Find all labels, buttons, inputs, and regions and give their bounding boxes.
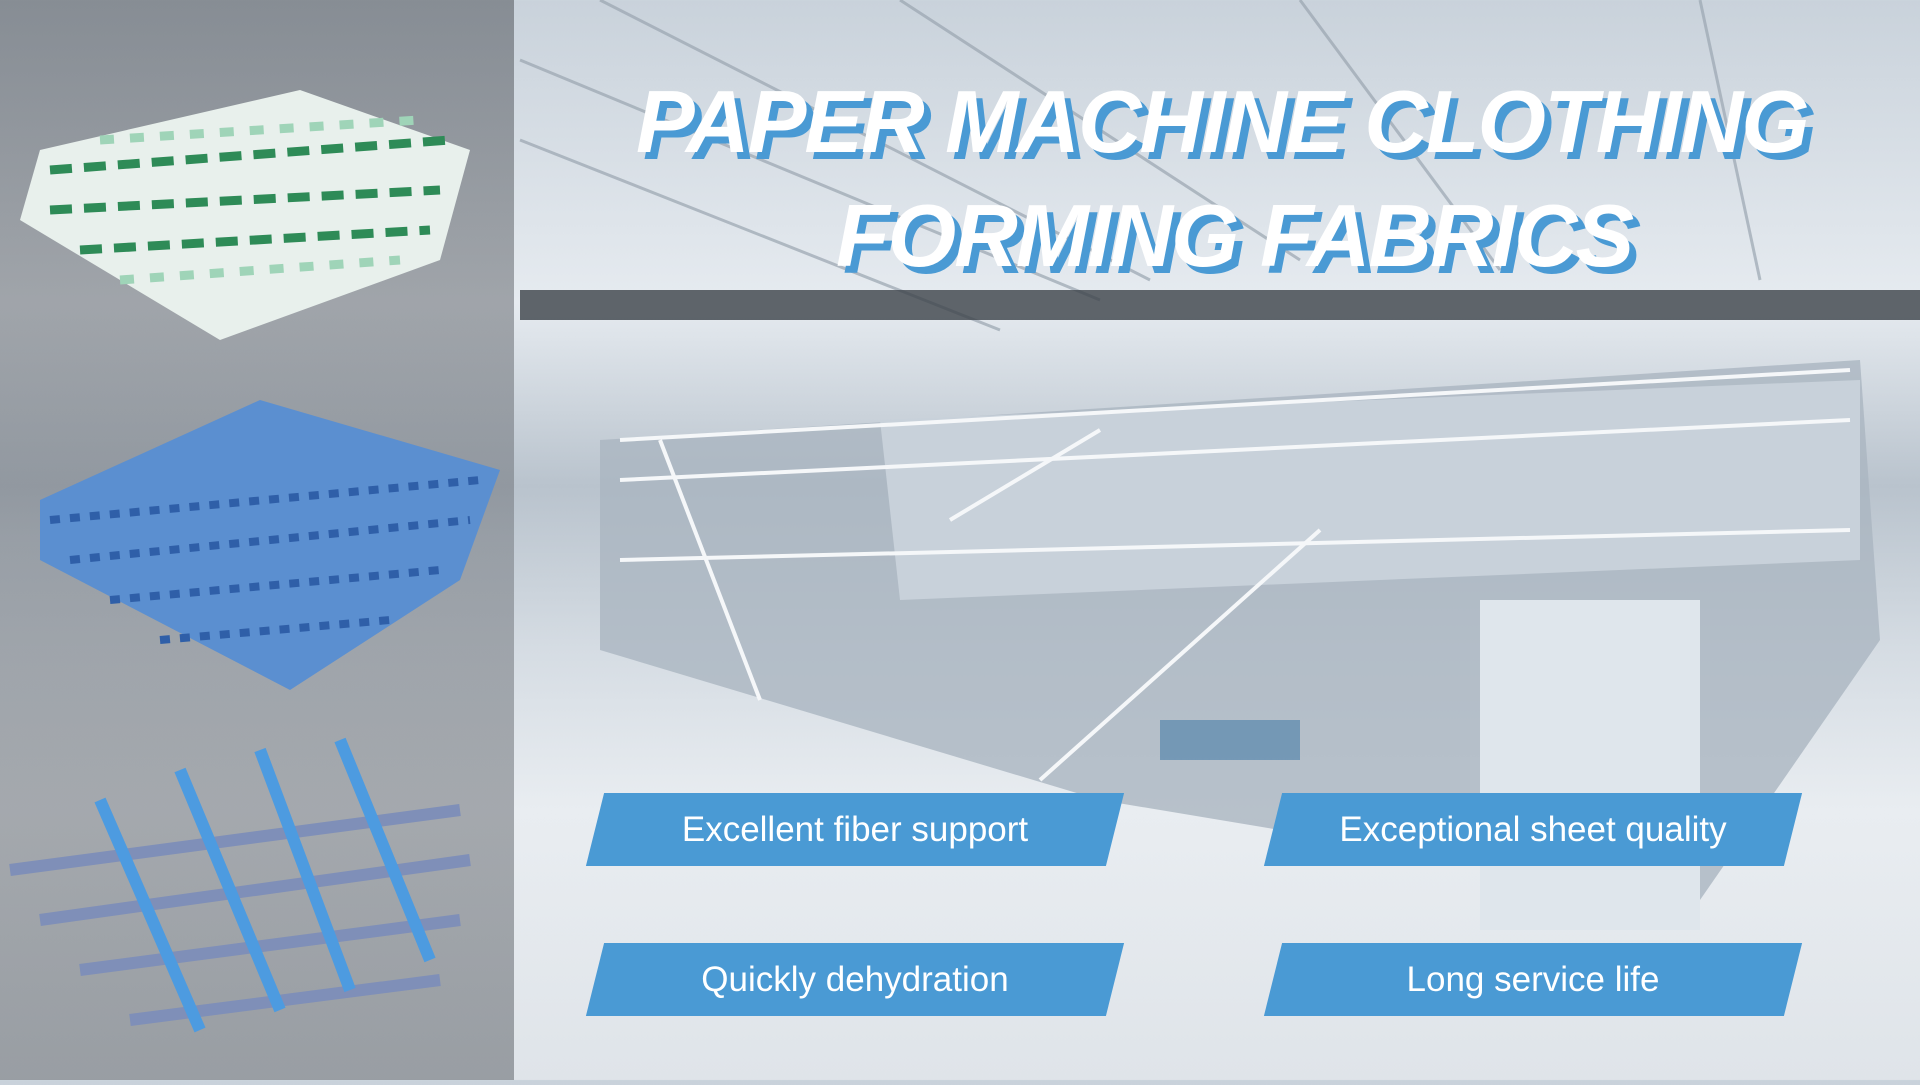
feature-label: Long service life: [1406, 959, 1660, 999]
title-line-2: FORMING FABRICS: [836, 186, 1634, 285]
paper-machine: [600, 360, 1880, 930]
feature-badge-fiber-support: Excellent fiber support: [595, 793, 1115, 866]
fabric-samples-panel: [0, 0, 514, 1080]
feature-badge-service-life: Long service life: [1273, 943, 1793, 1016]
green-fabric-sample: [20, 90, 470, 340]
feature-label: Quickly dehydration: [701, 959, 1009, 999]
feature-badge-dehydration: Quickly dehydration: [595, 943, 1115, 1016]
feature-badge-sheet-quality: Exceptional sheet quality: [1273, 793, 1793, 866]
blue-fabric-sample: [40, 400, 500, 690]
feature-label: Exceptional sheet quality: [1339, 809, 1727, 849]
fabric-samples-image: [9, 90, 500, 1033]
feature-label: Excellent fiber support: [681, 809, 1029, 849]
mesh-fabric-sample: [9, 737, 471, 1033]
title-line-1: PAPER MACHINE CLOTHING: [636, 72, 1810, 171]
